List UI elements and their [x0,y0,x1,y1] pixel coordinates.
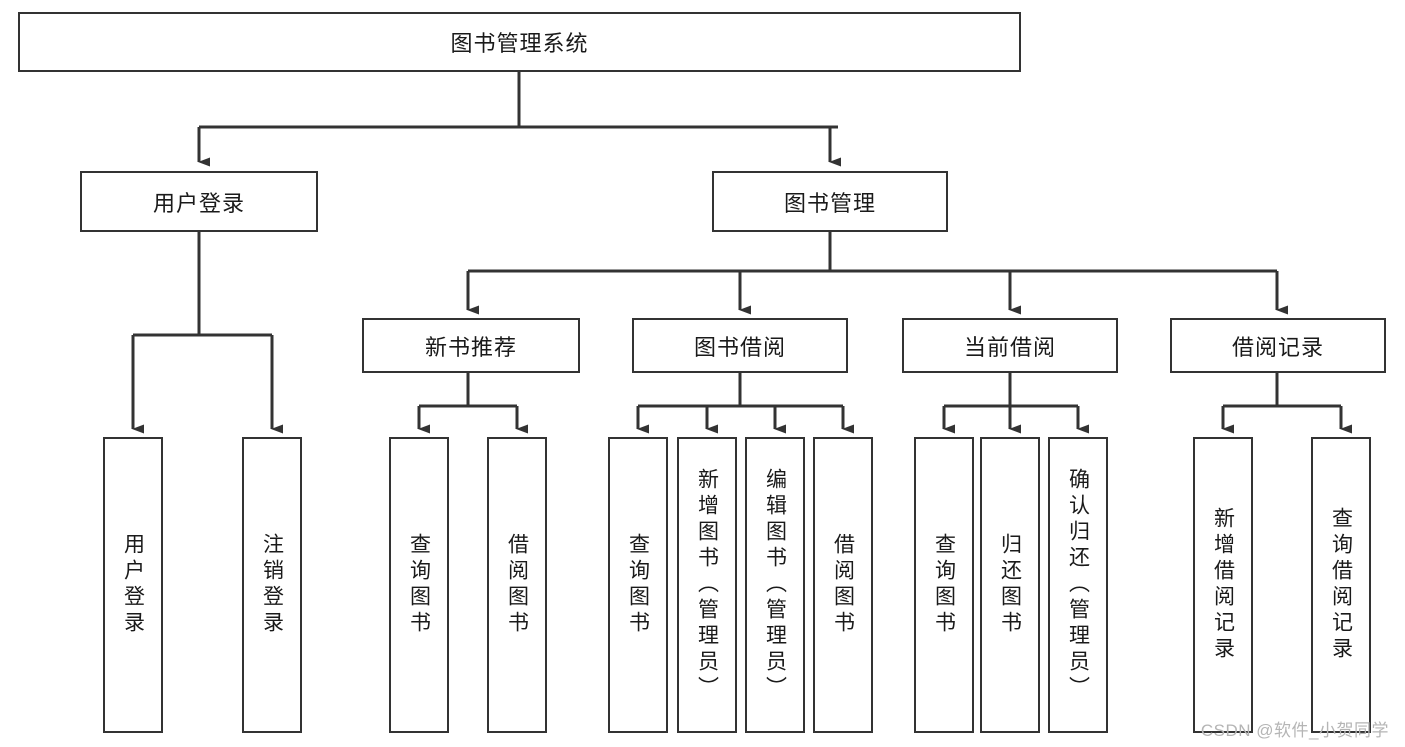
node-label: 图书管理 [783,190,876,216]
node-label: 新增图书（管理员） [695,468,719,702]
node-label: 借阅记录 [1231,334,1324,360]
leaf-query-book-current[interactable]: 查询图书 [914,437,974,733]
node-label: 当前借阅 [963,334,1056,360]
node-label: 新增借阅记录 [1211,507,1235,663]
leaf-borrow-book[interactable]: 借阅图书 [813,437,873,733]
leaf-query-book-recommend[interactable]: 查询图书 [389,437,449,733]
node-label: 确认归还（管理员） [1066,468,1090,702]
node-label: 归还图书 [998,533,1022,637]
node-label: 用户登录 [152,190,245,216]
node-book-borrow[interactable]: 图书借阅 [632,318,848,373]
node-user-login[interactable]: 用户登录 [80,171,318,232]
node-label: 查询图书 [407,533,431,637]
node-label: 新书推荐 [424,334,517,360]
node-label: 借阅图书 [505,533,529,637]
node-root-system[interactable]: 图书管理系统 [18,12,1021,72]
node-label: 编辑图书（管理员） [763,468,787,702]
connector-lines [131,72,1352,434]
node-label: 注销登录 [260,533,284,637]
leaf-logout[interactable]: 注销登录 [242,437,302,733]
leaf-confirm-return-admin[interactable]: 确认归还（管理员） [1048,437,1108,733]
leaf-return-book[interactable]: 归还图书 [980,437,1040,733]
leaf-edit-book-admin[interactable]: 编辑图书（管理员） [745,437,805,733]
leaf-query-book-borrow[interactable]: 查询图书 [608,437,668,733]
leaf-user-login[interactable]: 用户登录 [103,437,163,733]
node-book-management[interactable]: 图书管理 [712,171,948,232]
node-borrow-record[interactable]: 借阅记录 [1170,318,1386,373]
leaf-query-borrow-record[interactable]: 查询借阅记录 [1311,437,1371,733]
node-label: 查询图书 [626,533,650,637]
node-current-borrow[interactable]: 当前借阅 [902,318,1118,373]
node-label: 查询借阅记录 [1329,507,1353,663]
node-label: 图书管理系统 [450,31,589,56]
node-new-book-recommend[interactable]: 新书推荐 [362,318,580,373]
watermark-text: CSDN @软件_小贺同学 [1200,721,1389,740]
leaf-borrow-book-recommend[interactable]: 借阅图书 [487,437,547,733]
leaf-add-borrow-record[interactable]: 新增借阅记录 [1193,437,1253,733]
node-label: 借阅图书 [831,533,855,637]
node-label: 用户登录 [121,533,145,637]
node-label: 图书借阅 [693,334,786,360]
leaf-add-book-admin[interactable]: 新增图书（管理员） [677,437,737,733]
node-label: 查询图书 [932,533,956,637]
